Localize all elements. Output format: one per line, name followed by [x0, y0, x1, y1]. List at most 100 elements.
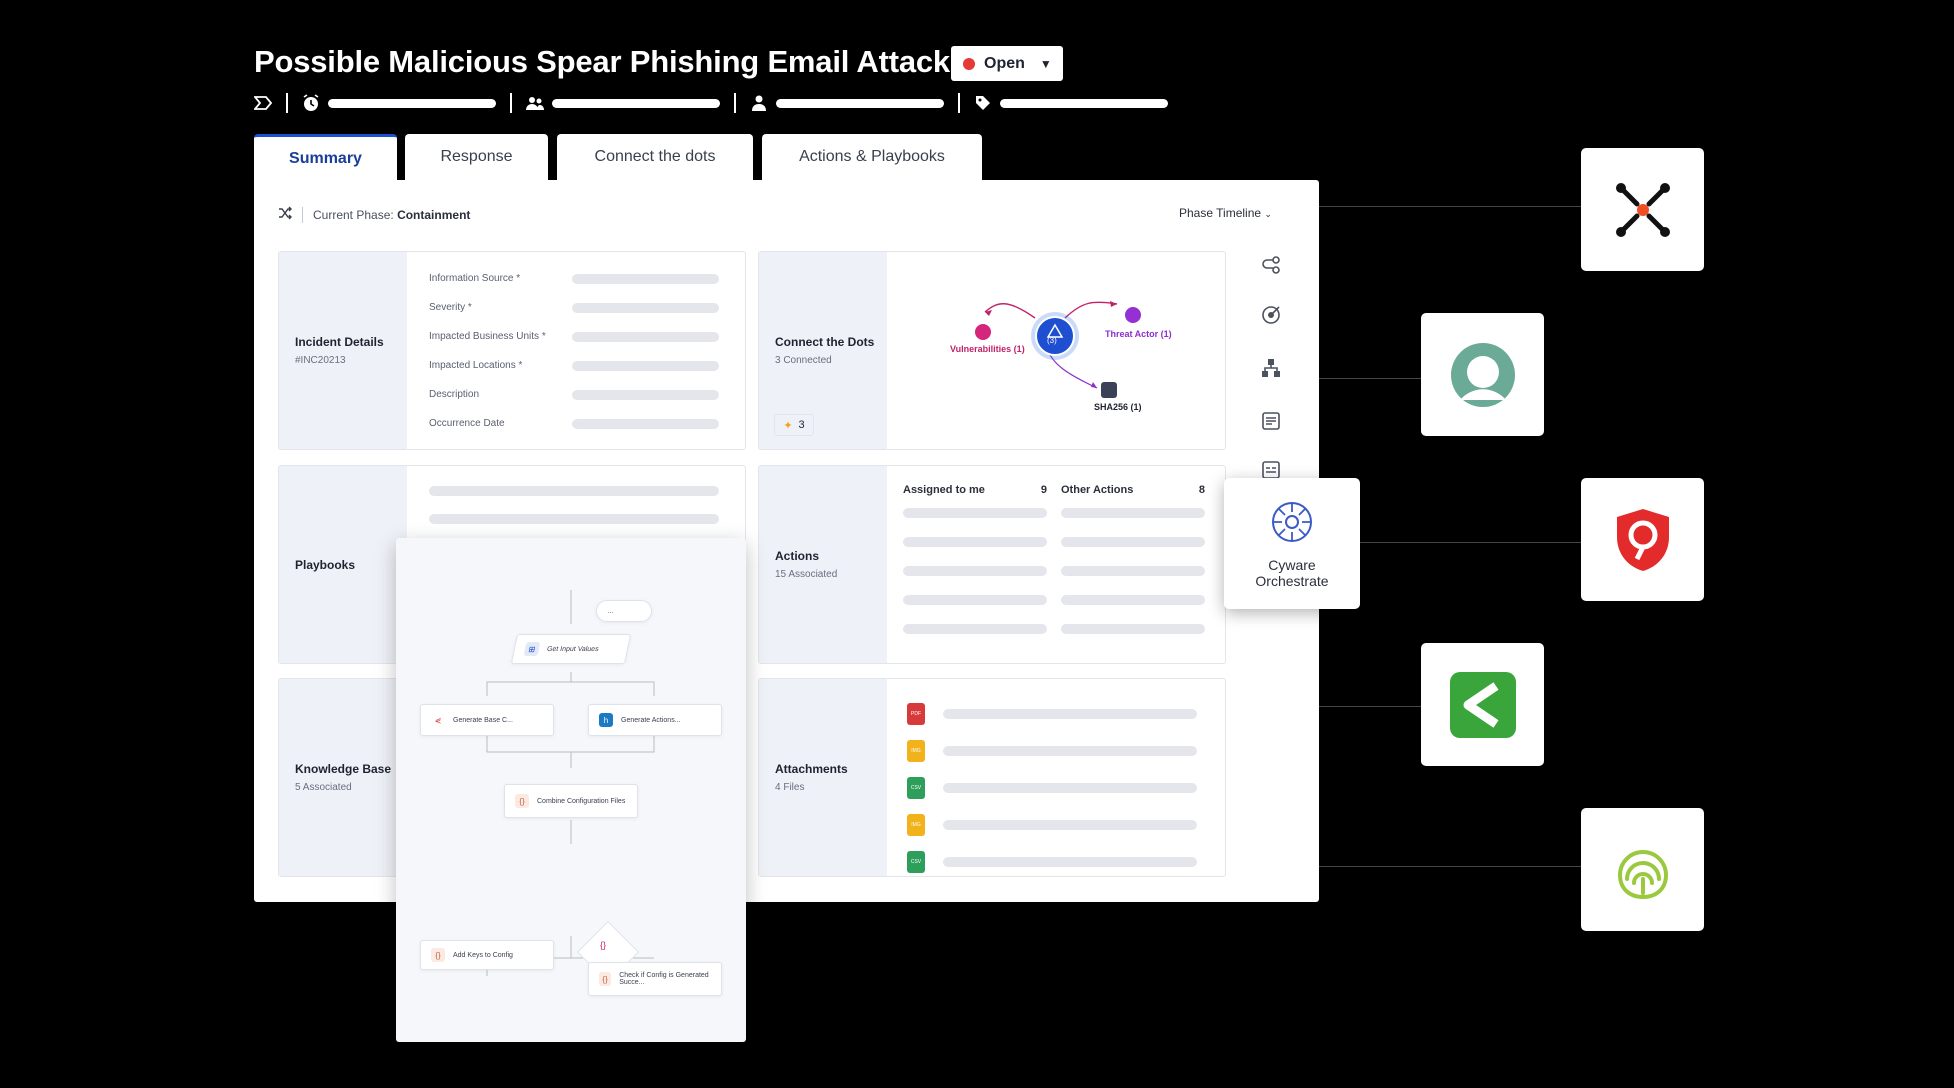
sparkle-icon: ✦ [783, 419, 793, 432]
code-icon: {} [515, 794, 529, 808]
chevron-down-icon: ⌄ [1264, 209, 1272, 219]
field-label: Impacted Business Units * [429, 331, 546, 342]
integration-tile[interactable] [1581, 478, 1704, 601]
status-dot [963, 57, 975, 70]
integration-tile[interactable] [1421, 313, 1544, 436]
connector-line [1319, 378, 1421, 379]
image-file-icon: IMG [907, 739, 925, 762]
start-node[interactable]: … [596, 600, 652, 622]
connector-icon: ⋞ [434, 715, 442, 725]
tab-response[interactable]: Response [405, 134, 548, 180]
flow-node-get-input[interactable]: ⊞ Get Input Values [510, 634, 632, 664]
card-subtitle: 5 Associated [295, 782, 352, 793]
integration-tile[interactable] [1421, 643, 1544, 766]
field-value-bar [572, 302, 719, 313]
field-label: Description [429, 389, 480, 400]
tab-summary[interactable]: Summary [254, 134, 397, 180]
attachment-row[interactable]: IMG [907, 806, 1197, 843]
phase-timeline-dropdown[interactable]: Phase Timeline ⌄ [1179, 206, 1272, 220]
playbook-canvas[interactable]: … ⊞ Get Input Values ⋞ Generate Base C..… [396, 538, 746, 1042]
connector-line [1360, 542, 1581, 543]
flow-node-check-config[interactable]: {} Check if Config is Generated Succe... [588, 962, 722, 996]
radar-icon[interactable] [1258, 302, 1284, 328]
tab-connect-the-dots[interactable]: Connect the dots [557, 134, 753, 180]
incident-title: Possible Malicious Spear Phishing Email … [254, 44, 950, 79]
attachment-row[interactable]: CSV [907, 843, 1197, 876]
current-phase: Current Phase: Containment [278, 206, 470, 223]
status-label: Open [984, 54, 1025, 72]
field-value-bar [572, 418, 719, 429]
node-sha256[interactable]: SHA256 (1) [1094, 402, 1142, 412]
field-value-bar [572, 273, 719, 284]
action-row-bar [1061, 566, 1205, 576]
attachment-row[interactable]: IMG [907, 732, 1197, 769]
incident-meta-row [254, 92, 1168, 114]
action-row-bar [1061, 624, 1205, 634]
users-icon [526, 94, 544, 112]
attachment-row[interactable]: CSV [907, 769, 1197, 806]
attachment-name-bar [943, 708, 1197, 719]
card-title: Connect the Dots [775, 335, 875, 349]
placeholder-bar [429, 514, 719, 524]
attachment-name-bar [943, 782, 1197, 793]
connect-the-dots-card[interactable]: Connect the Dots 3 Connected (3) Vulnera… [758, 251, 1226, 450]
notes-icon[interactable] [1258, 408, 1284, 434]
chevron-left-icon [1449, 671, 1516, 738]
field-label: Occurrence Date [429, 418, 505, 429]
connection-graph [975, 301, 1141, 398]
csv-file-icon: CSV [907, 776, 925, 799]
connector-line [1319, 206, 1581, 207]
flow-node-add-keys[interactable]: {} Add Keys to Config [420, 940, 554, 970]
field-value-bar [572, 360, 719, 371]
alarm-icon [302, 94, 320, 112]
flow-node-generate-actions[interactable]: h Generate Actions... [588, 704, 722, 736]
card-title: Incident Details [295, 335, 384, 349]
shuffle-icon[interactable] [278, 206, 292, 223]
field-value-bar [572, 331, 719, 342]
share-icon[interactable] [1258, 252, 1284, 278]
http-icon: h [599, 713, 613, 727]
phase-value: Containment [397, 207, 471, 222]
image-file-icon: IMG [907, 813, 925, 836]
card-subtitle: 3 Connected [775, 355, 832, 366]
attachment-name-bar [943, 745, 1197, 756]
other-actions-label[interactable]: Other Actions [1061, 484, 1134, 496]
orchestrate-label-line1: Cyware [1268, 557, 1316, 573]
meta-value-bar [552, 98, 720, 108]
condition-icon: {} [600, 940, 607, 950]
attachment-name-bar [943, 819, 1197, 830]
action-row-bar [1061, 595, 1205, 605]
flow-node-generate-base[interactable]: ⋞ Generate Base C... [420, 704, 554, 736]
label-icon [254, 94, 272, 112]
attachments-card[interactable]: Attachments 4 Files PDF IMG CSV IMG CSV [758, 678, 1226, 877]
card-title: Actions [775, 549, 820, 563]
action-row-bar [903, 624, 1047, 634]
cyware-orchestrate-card[interactable]: Cyware Orchestrate [1224, 478, 1360, 609]
action-row-bar [1061, 537, 1205, 547]
action-row-bar [903, 537, 1047, 547]
connector-line [1319, 866, 1581, 867]
actions-card[interactable]: Actions 15 Associated Assigned to me 9 O… [758, 465, 1226, 664]
status-dropdown[interactable]: Open ▼ [951, 46, 1063, 81]
connector-line [1319, 706, 1421, 707]
node-threat-actor[interactable]: Threat Actor (1) [1105, 329, 1172, 339]
integration-tile[interactable] [1581, 148, 1704, 271]
action-row-bar [1061, 508, 1205, 518]
csv-file-icon: CSV [907, 850, 925, 873]
assigned-count: 9 [1040, 484, 1047, 496]
incident-details-card: Incident Details #INC20213 Information S… [278, 251, 746, 450]
card-title: Knowledge Base [295, 762, 392, 776]
user-circle-icon [1450, 342, 1515, 407]
flow-node-combine-config[interactable]: {} Combine Configuration Files [504, 784, 638, 818]
hierarchy-icon[interactable] [1258, 355, 1284, 381]
center-count: (3) [1047, 336, 1057, 345]
tab-actions-playbooks[interactable]: Actions & Playbooks [762, 134, 982, 180]
integration-tile[interactable] [1581, 808, 1704, 931]
attachment-name-bar [943, 856, 1197, 867]
assigned-to-me-label[interactable]: Assigned to me [903, 484, 985, 496]
attachment-row[interactable]: PDF [907, 695, 1197, 732]
input-icon: ⊞ [523, 642, 541, 656]
field-label: Impacted Locations * [429, 360, 523, 371]
incident-id: #INC20213 [295, 355, 346, 366]
node-vulnerabilities[interactable]: Vulnerabilities (1) [950, 344, 1025, 354]
